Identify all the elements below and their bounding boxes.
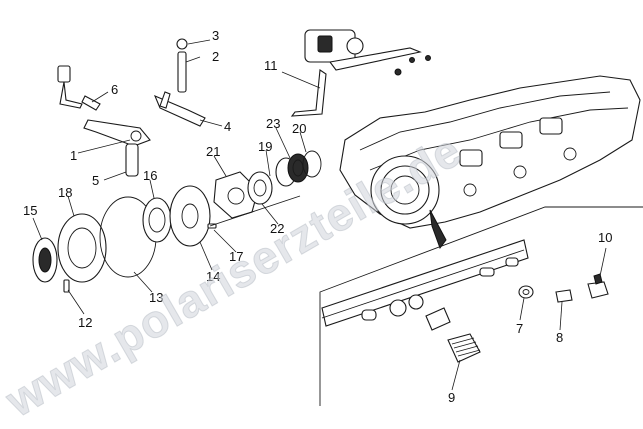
- callout-23: 23: [266, 116, 280, 131]
- detail-inset-frame: [319, 206, 643, 406]
- callout-14: 14: [206, 269, 220, 284]
- callout-12: 12: [78, 315, 92, 330]
- callout-17: 17: [229, 249, 243, 264]
- callout-22: 22: [270, 221, 284, 236]
- center-gear-group: [209, 150, 322, 227]
- callout-labels: 1 2 3 4 5 6 7 8 9 10 11 12 13 14 15 16 1…: [23, 28, 612, 405]
- callout-5: 5: [92, 173, 99, 188]
- callout-8: 8: [556, 330, 563, 345]
- crankcase-housing: [339, 75, 641, 250]
- callout-20: 20: [292, 121, 306, 136]
- callout-21: 21: [206, 144, 220, 159]
- callout-18: 18: [58, 185, 72, 200]
- callout-16: 16: [143, 168, 157, 183]
- callout-2: 2: [212, 49, 219, 64]
- left-seal-housing-group: [32, 185, 217, 293]
- inset-detail-parts: [321, 239, 609, 363]
- callout-13: 13: [149, 290, 163, 305]
- callout-3: 3: [212, 28, 219, 43]
- callout-leader-lines: [32, 39, 607, 391]
- callout-15: 15: [23, 203, 37, 218]
- callout-6: 6: [111, 82, 118, 97]
- actuator-bracket-assembly: [290, 29, 431, 117]
- callout-19: 19: [258, 139, 272, 154]
- callout-4: 4: [224, 119, 231, 134]
- callout-11: 11: [264, 58, 278, 73]
- callout-10: 10: [598, 230, 612, 245]
- callout-9: 9: [448, 390, 455, 405]
- shift-linkage-assembly: [57, 38, 206, 177]
- callout-1: 1: [70, 148, 77, 163]
- callout-7: 7: [516, 321, 523, 336]
